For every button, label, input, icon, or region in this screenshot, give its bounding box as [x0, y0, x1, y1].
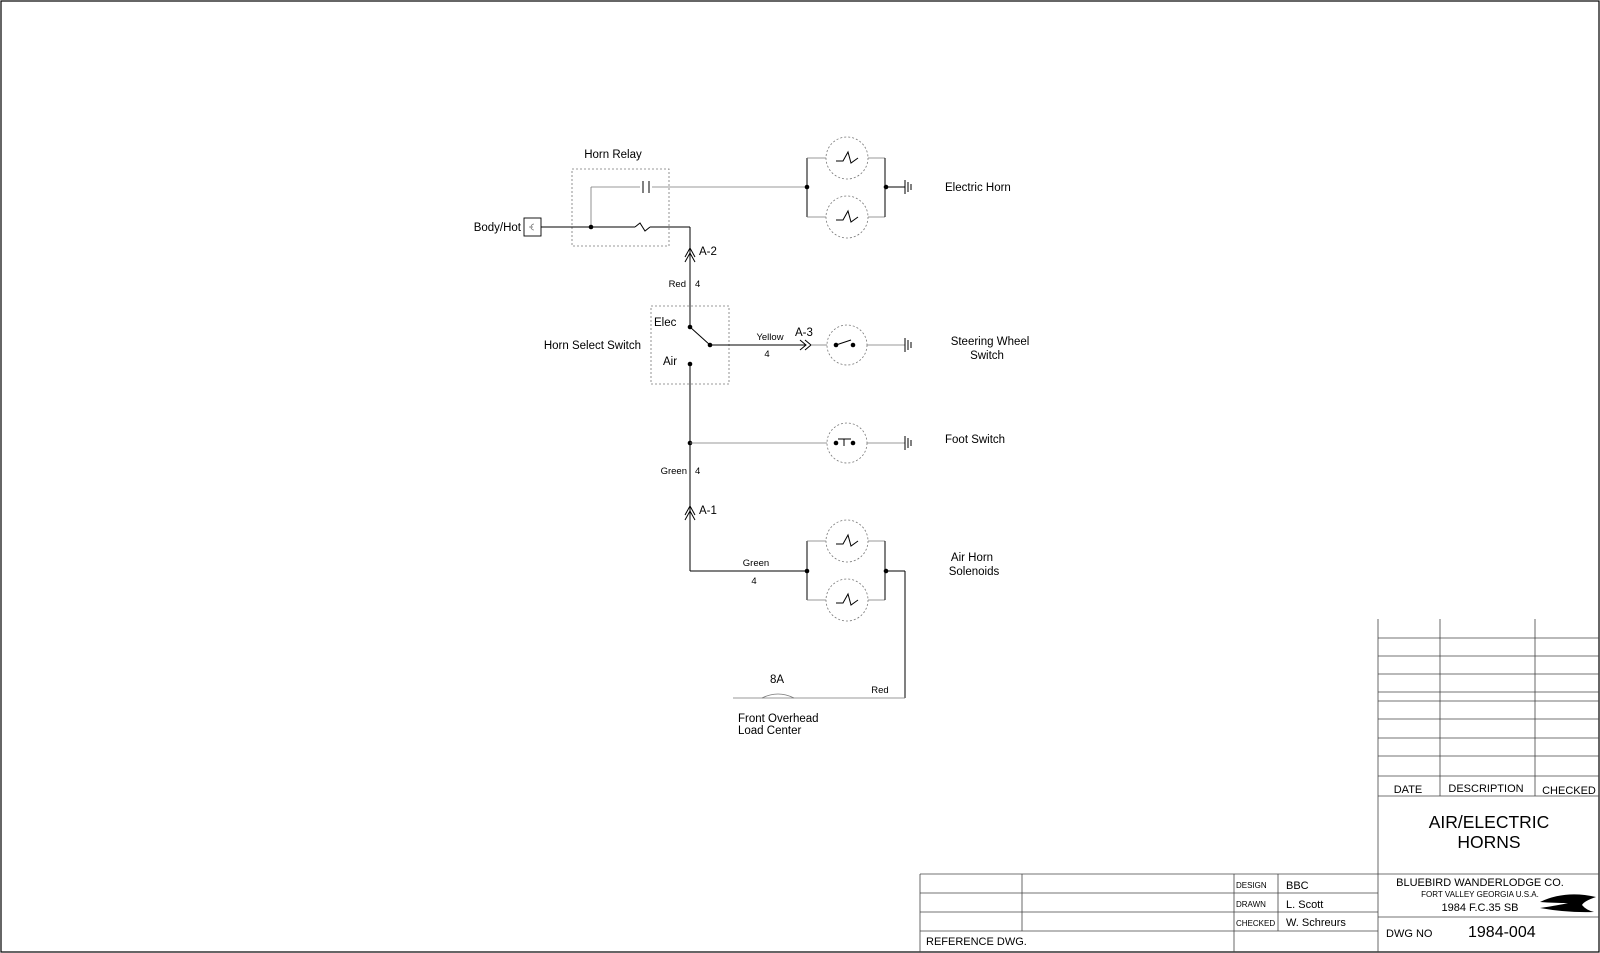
horn-relay: Horn Relay	[541, 149, 807, 247]
connector-a2-label: A-2	[699, 246, 717, 258]
revision-date-header: DATE	[1394, 784, 1423, 796]
checked-value: W. Schreurs	[1286, 917, 1346, 929]
wire-green-horizontal-color: Green	[743, 558, 769, 569]
load-center-label-line2: Load Center	[738, 725, 801, 737]
load-center-label-line1: Front Overhead	[738, 713, 819, 725]
body-hot-terminal: Body/Hot	[474, 217, 542, 237]
air-horn-label-line2: Solenoids	[949, 566, 1000, 578]
checked-label: CHECKED	[1236, 919, 1275, 928]
title-block: AIR/ELECTRIC HORNS DESIGN BBC DRAWN L. S…	[919, 812, 1599, 952]
dwg-no-label: DWG NO	[1386, 928, 1433, 940]
design-label: DESIGN	[1236, 881, 1267, 890]
wire-green-horizontal-gauge: 4	[751, 576, 756, 587]
air-horn-label-line1: Air Horn	[951, 552, 993, 564]
revision-description-header: DESCRIPTION	[1448, 783, 1523, 795]
design-value: BBC	[1286, 880, 1309, 892]
foot-switch: Foot Switch Green 4 A-1	[661, 364, 1005, 571]
wire-yellow-color: Yellow	[756, 332, 783, 343]
fuse-label: 8A	[770, 674, 784, 686]
horn-relay-box	[571, 168, 670, 247]
steering-wheel-switch: Yellow 4 A-3 Steering Wheel Switch	[710, 324, 1030, 366]
connector-a1-label: A-1	[699, 505, 717, 517]
bluebird-logo-icon	[1540, 894, 1596, 913]
drawn-value: L. Scott	[1286, 899, 1323, 911]
connector-a3-label: A-3	[795, 327, 813, 339]
foot-switch-label: Foot Switch	[945, 434, 1005, 446]
revision-table: DATE DESCRIPTION CHECKED	[1377, 619, 1599, 952]
wire-red-right-color: Red	[871, 685, 888, 696]
wire-red-color: Red	[669, 279, 686, 290]
steering-wheel-switch-label-line2: Switch	[970, 350, 1004, 362]
drawing-title-line1: AIR/ELECTRIC	[1429, 812, 1550, 832]
electric-horn: Electric Horn	[804, 136, 1011, 239]
vehicle-model: 1984 F.C.35 SB	[1441, 902, 1518, 914]
body-hot-label: Body/Hot	[474, 222, 522, 234]
dwg-no-value: 1984-004	[1468, 924, 1536, 941]
horn-select-switch: Elec Air Horn Select Switch	[544, 305, 730, 385]
horn-select-switch-label: Horn Select Switch	[544, 340, 641, 352]
revision-checked-header: CHECKED	[1542, 785, 1596, 797]
front-overhead-load-center: 8A Front Overhead Load Center	[733, 674, 905, 737]
elec-label: Elec	[654, 317, 677, 329]
drawn-label: DRAWN	[1236, 900, 1266, 909]
air-label: Air	[663, 356, 677, 368]
wire-yellow-gauge: 4	[764, 349, 769, 360]
air-horn-solenoids: Green 4 Air Horn Solenoids Red	[690, 519, 1000, 698]
drawing-title-line2: HORNS	[1457, 832, 1520, 852]
electric-horn-label: Electric Horn	[945, 182, 1011, 194]
reference-dwg-label: REFERENCE DWG.	[926, 936, 1027, 948]
wire-green-vertical-color: Green	[661, 466, 687, 477]
wire-green-vertical-gauge: 4	[695, 466, 700, 477]
company-name: BLUEBIRD WANDERLODGE CO.	[1396, 877, 1564, 889]
steering-wheel-switch-label-line1: Steering Wheel	[951, 336, 1030, 348]
wire-red-gauge: 4	[695, 279, 700, 290]
horn-relay-label: Horn Relay	[584, 149, 642, 161]
company-location: FORT VALLEY GEORGIA U.S.A.	[1421, 890, 1539, 899]
connector-a2: A-2 Red 4	[669, 227, 717, 327]
